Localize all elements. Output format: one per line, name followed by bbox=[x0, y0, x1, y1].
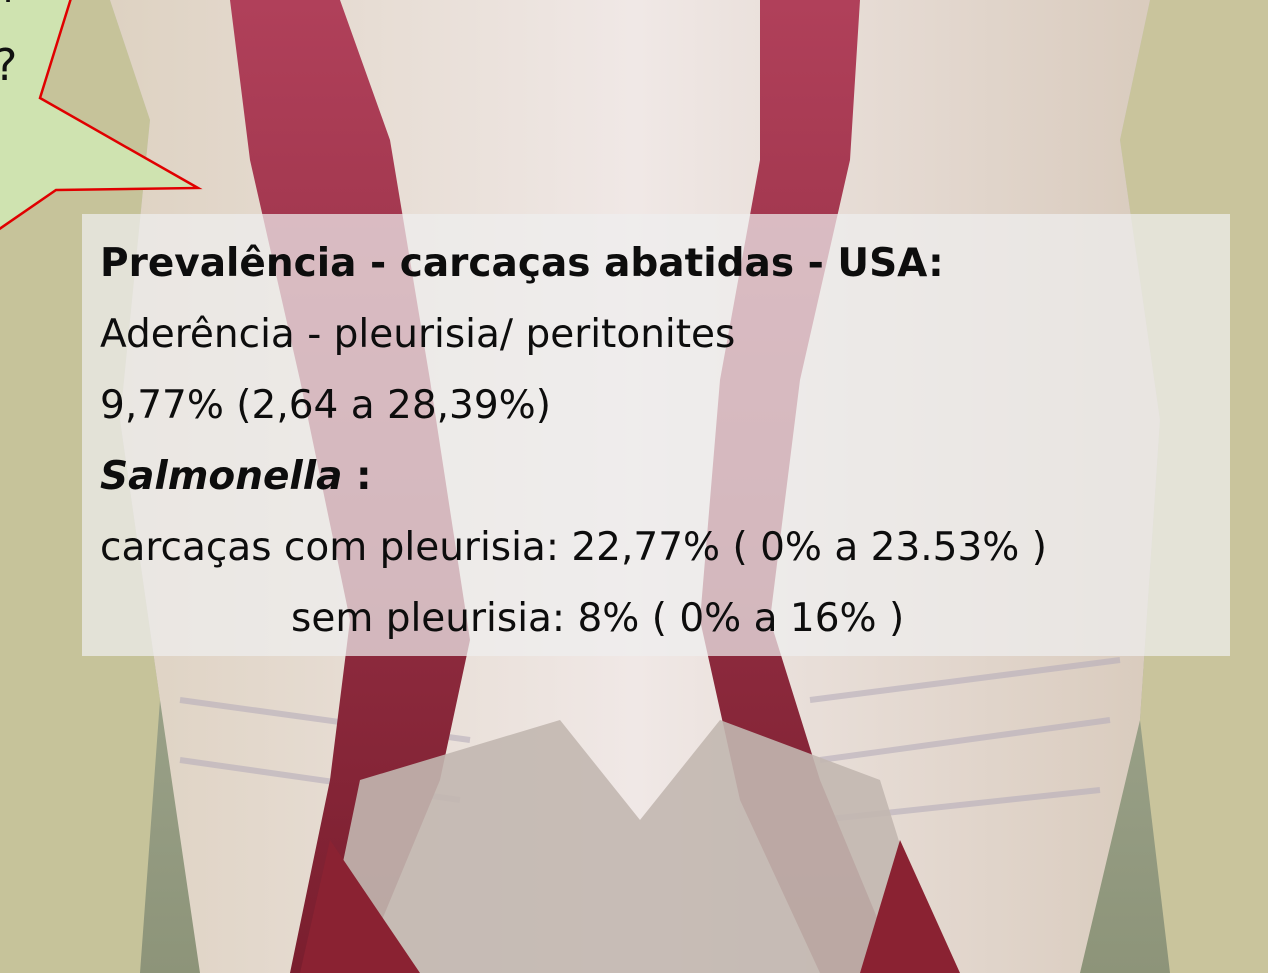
salmonella-heading: Salmonella : bbox=[100, 441, 1230, 512]
salmonella-label: Salmonella bbox=[100, 454, 343, 499]
prevalence-text-panel: Prevalência - carcaças abatidas - USA: A… bbox=[82, 214, 1230, 656]
callout-glyph-question: ? bbox=[0, 40, 17, 91]
adherence-line: Aderência - pleurisia/ peritonites bbox=[100, 312, 736, 357]
callout-glyph-top: ' bbox=[2, 0, 15, 33]
adherence-percentage-line: 9,77% (2,64 a 28,39%) bbox=[100, 383, 551, 428]
with-pleurisy-line: carcaças com pleurisia: 22,77% ( 0% a 23… bbox=[100, 525, 1047, 570]
salmonella-colon: : bbox=[342, 454, 372, 499]
panel-title: Prevalência - carcaças abatidas - USA: bbox=[100, 241, 944, 286]
without-pleurisy-line: sem pleurisia: 8% ( 0% a 16% ) bbox=[291, 596, 905, 641]
